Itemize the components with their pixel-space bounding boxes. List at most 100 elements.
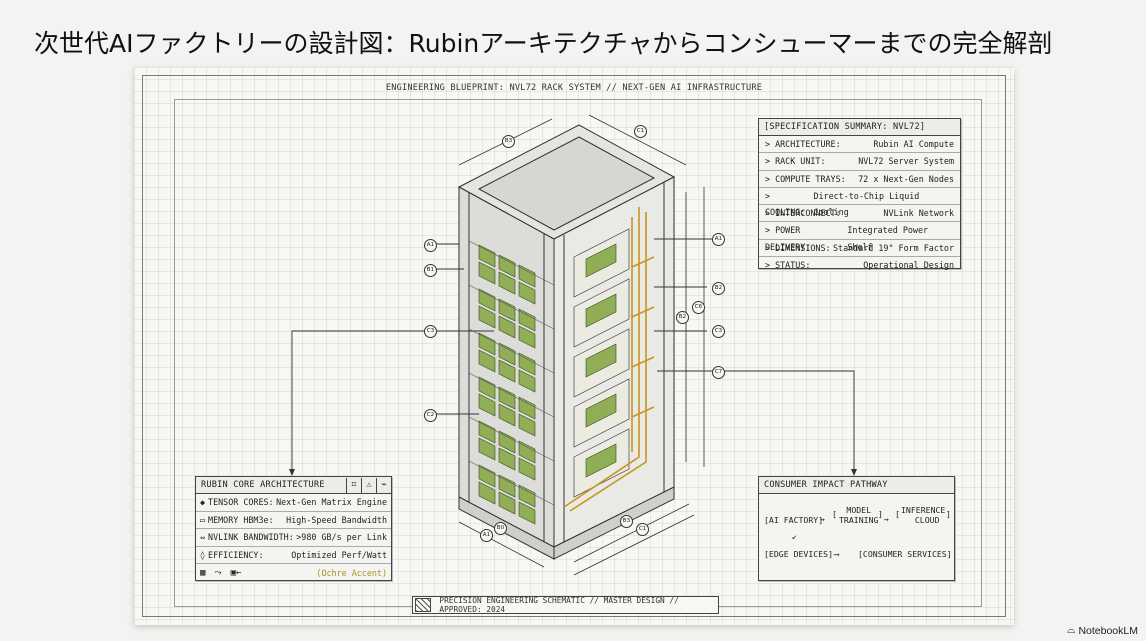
tray-divider bbox=[468, 284, 555, 330]
spec-row: > ARCHITECTURE:Rubin AI Compute bbox=[759, 136, 960, 154]
impact-pathway-panel: CONSUMER IMPACT PATHWAY [AI FACTORY] → [… bbox=[758, 476, 955, 581]
gpu-module bbox=[518, 413, 536, 437]
spec-value: Standard 19" Form Factor bbox=[832, 242, 954, 253]
spec-row: > INTERCONNECT: NVLink Network bbox=[759, 205, 960, 223]
gpu-module bbox=[478, 244, 496, 268]
core-row: ◊EFFICIENCY:Optimized Perf/Watt bbox=[196, 547, 391, 564]
callout-c3: C3 bbox=[424, 325, 437, 338]
spec-value: NVLink Network bbox=[883, 208, 954, 219]
gpu-module bbox=[498, 298, 516, 322]
core-row: ▭MEMORY HBM3e:High-Speed Bandwidth bbox=[196, 512, 391, 529]
gpu-module bbox=[478, 481, 496, 505]
gpu-module bbox=[518, 501, 536, 525]
gpu-module bbox=[498, 386, 516, 410]
memory-icon: ▭ bbox=[200, 514, 206, 525]
gpu-module bbox=[498, 271, 516, 295]
core-key: NVLINK BANDWIDTH: bbox=[208, 532, 294, 543]
spec-key: > RACK UNIT: bbox=[765, 156, 826, 167]
gpu-module bbox=[518, 352, 536, 376]
blueprint-footer: PRECISION ENGINEERING SCHEMATIC // MASTE… bbox=[412, 596, 719, 614]
gpu-module bbox=[498, 359, 516, 383]
spec-value: Operational Design bbox=[863, 260, 954, 271]
bracket-right-2: ] bbox=[946, 509, 951, 519]
grid-icon: ⌗ bbox=[346, 477, 361, 493]
callout-a1: A1 bbox=[424, 239, 437, 252]
brand-name: NotebookLM bbox=[1078, 624, 1138, 637]
gpu-module bbox=[518, 440, 536, 464]
gpu-module bbox=[478, 420, 496, 444]
spec-row: > RACK UNIT:NVL72 Server System bbox=[759, 153, 960, 171]
callout-b3-bottom: B3 bbox=[620, 515, 633, 528]
rack-schematic bbox=[289, 114, 857, 576]
blueprint-header: ENGINEERING BLUEPRINT: NVL72 RACK SYSTEM… bbox=[385, 83, 763, 93]
gpu-module bbox=[478, 261, 496, 285]
callout-a1-right: A1 bbox=[712, 233, 725, 246]
spec-key: > INTERCONNECT: bbox=[765, 208, 841, 219]
gpu-module bbox=[498, 430, 516, 454]
core-row: ◆TENSOR CORES:Next-Gen Matrix Engine bbox=[196, 494, 391, 512]
gpu-module bbox=[478, 349, 496, 373]
tray-divider bbox=[468, 372, 555, 418]
arrow-3: ⟶ bbox=[834, 549, 839, 559]
spec-key: > COMPUTE TRAYS: bbox=[765, 173, 846, 184]
callout-b3: B3 bbox=[502, 135, 515, 148]
gpu-module bbox=[498, 403, 516, 427]
callout-a1-bottom: A1 bbox=[480, 529, 493, 542]
arrow-1: → bbox=[820, 514, 825, 524]
ochre-accent-note: (Ochre Accent) bbox=[316, 568, 387, 578]
spec-row: > STATUS:Operational Design bbox=[759, 257, 960, 273]
gpu-module bbox=[518, 264, 536, 288]
spec-row: > COMPUTE TRAYS: 72 x Next-Gen Nodes bbox=[759, 171, 960, 188]
tray-divider bbox=[468, 416, 555, 462]
bracket-left-2: [ bbox=[895, 509, 900, 519]
spec-summary-panel: [SPECIFICATION SUMMARY: NVL72] > ARCHITE… bbox=[758, 118, 961, 270]
gpu-module bbox=[478, 376, 496, 400]
gpu-module bbox=[518, 396, 536, 420]
core-architecture-panel: RUBIN CORE ARCHITECTURE ⌗ ⚠ ⌁ ◆TENSOR CO… bbox=[195, 476, 392, 581]
brand-logo: ⌓ NotebookLM bbox=[1067, 624, 1138, 637]
gpu-module bbox=[478, 288, 496, 312]
gpu-module bbox=[518, 281, 536, 305]
node-edge-devices: [EDGE DEVICES] bbox=[764, 549, 834, 559]
bracket-right-1: ] bbox=[878, 509, 883, 519]
core-key: TENSOR CORES: bbox=[208, 497, 274, 508]
gpu-module bbox=[518, 457, 536, 481]
gpu-module bbox=[518, 325, 536, 349]
tray-divider bbox=[468, 240, 555, 286]
spec-row: > POWER DELIVERY:Integrated Power Shelf bbox=[759, 222, 960, 252]
core-value: Next-Gen Matrix Engine bbox=[276, 497, 387, 508]
node-consumer-services: [CONSUMER SERVICES] bbox=[858, 549, 952, 559]
callout-b2: B2 bbox=[712, 282, 725, 295]
core-value: Optimized Perf/Watt bbox=[291, 549, 387, 560]
node-inference-cloud: INFERENCE CLOUD bbox=[901, 505, 946, 525]
gpu-module bbox=[498, 254, 516, 278]
callout-c6: C6 bbox=[692, 301, 705, 314]
bidirectional-arrow-icon: ⇔ bbox=[200, 532, 206, 543]
gpu-module bbox=[498, 474, 516, 498]
callout-b0: B0 bbox=[494, 522, 507, 535]
gpu-module bbox=[585, 343, 617, 378]
gpu-module bbox=[498, 315, 516, 339]
callout-c1-bottom: C1 bbox=[636, 523, 649, 536]
core-key: EFFICIENCY: bbox=[208, 549, 264, 560]
gpu-module bbox=[518, 484, 536, 508]
callout-c1: C1 bbox=[634, 125, 647, 138]
gpu-module bbox=[478, 464, 496, 488]
warning-icon: ⚠ bbox=[361, 477, 376, 493]
impact-pathway-title: CONSUMER IMPACT PATHWAY bbox=[759, 477, 954, 494]
gpu-module bbox=[585, 393, 617, 428]
spec-value: Direct-to-Chip Liquid Cooling bbox=[813, 190, 920, 218]
gpu-module bbox=[498, 491, 516, 515]
spec-key: > DIMENSIONS: bbox=[765, 242, 831, 253]
spec-key: > POWER DELIVERY: bbox=[765, 225, 811, 252]
core-value: >980 GB/s per Link bbox=[296, 532, 387, 543]
core-key-wrap: ◆TENSOR CORES: bbox=[200, 497, 274, 507]
spec-row: > COOLING:Direct-to-Chip Liquid Cooling bbox=[759, 188, 960, 218]
diamond-icon: ◆ bbox=[200, 497, 206, 508]
callout-c3-right: C3 bbox=[712, 325, 725, 338]
spec-value: 72 x Next-Gen Nodes bbox=[858, 173, 954, 184]
bracket-left-1: [ bbox=[832, 509, 837, 519]
gpu-module bbox=[478, 332, 496, 356]
blueprint-sheet: ENGINEERING BLUEPRINT: NVL72 RACK SYSTEM… bbox=[134, 67, 1014, 625]
tray-divider bbox=[468, 460, 555, 506]
